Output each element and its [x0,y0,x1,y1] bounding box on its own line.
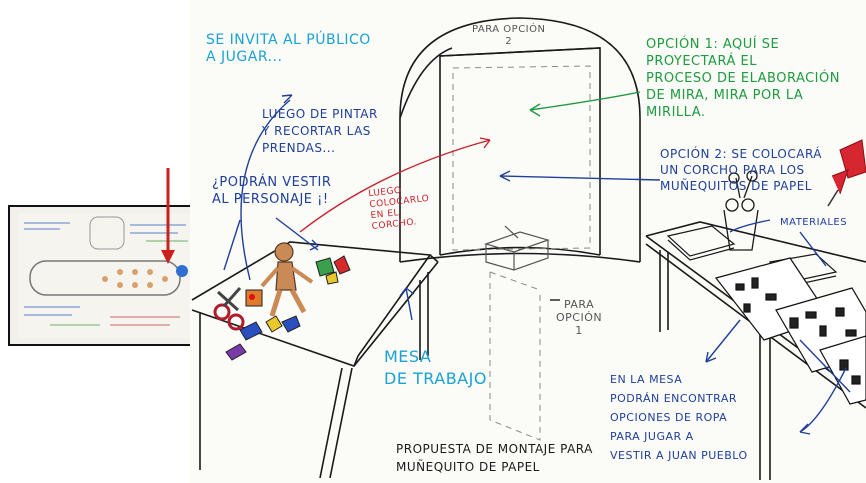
proposal-title: PROPUESTA DE MONTAJE PARA MUÑEQUITO DE P… [396,442,593,474]
scissors-icon [213,287,245,331]
para-opcion-2-label: PARA OPCIÓN 2 [472,24,546,47]
push-pin-icon [827,139,866,207]
clothing-sheets [714,257,866,405]
left-table [191,241,439,479]
materiales-label: MATERIALES [780,217,848,228]
clothing-pieces [225,255,351,361]
opcion-1-text: OPCIÓN 1: AQUÍ SE PROYECTARÁ EL PROCESO … [646,37,840,120]
projector-box [484,225,550,271]
para-opcion-1-label: PARA OPCIÓN 1 [556,298,603,337]
dress-character-text: ¿PODRÁN VESTIR AL PERSONAJE ¡! [212,175,332,207]
materials-cup [723,170,759,251]
thumbnail-inset [8,205,204,346]
mesa-options-text: EN LA MESA PODRÁN ENCONTRAR OPCIONES DE … [610,373,748,462]
cork-note-text: LUEGO COLOCARLO EN EL CORCHO. [367,185,430,233]
arch-dashed-guides [452,65,591,441]
paint-cut-text: LUEGO DE PINTAR Y RECORTAR LAS PRENDAS..… [262,107,378,155]
thumbnail-red-arrow [161,168,175,264]
paper-doll-figure [260,242,314,317]
thumbnail-overview-drawing [18,213,194,338]
annotation-arrows [223,91,851,435]
arch-structure [399,17,641,263]
mesa-de-trabajo-label: MESA DE TRABAJO [384,347,487,388]
opcion-2-text: OPCIÓN 2: SE COLOCARÁ UN CORCHO PARA LOS… [660,147,823,193]
invite-text: SE INVITA AL PÚBLICO A JUGAR... [206,32,371,65]
